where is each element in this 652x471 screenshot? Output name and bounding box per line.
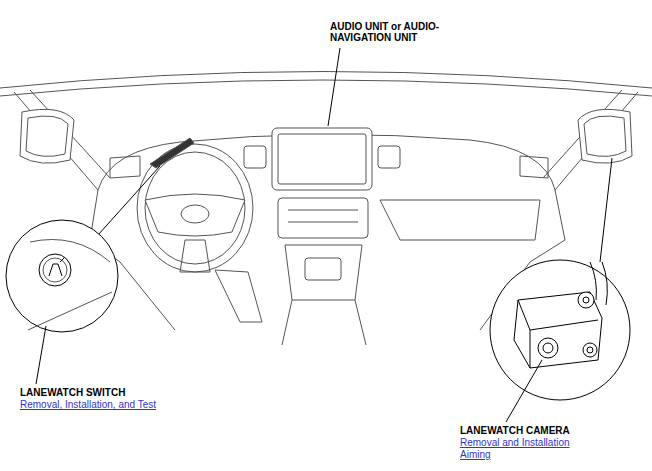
- switch-leader: [36, 326, 46, 384]
- switch-zoom-edge: [28, 292, 112, 330]
- right-pillar: [555, 92, 638, 190]
- procedure-link: Aiming: [460, 449, 491, 460]
- steering-spoke: [180, 240, 210, 272]
- honda-emblem: [181, 205, 209, 223]
- procedure-link: Removal and Installation: [460, 437, 570, 448]
- procedure-link: Removal, Installation, and Test: [20, 399, 156, 410]
- audio-screen-inner: [278, 134, 366, 184]
- lanewatch-switch-button: [39, 254, 71, 286]
- part-name: LANEWATCH CAMERA: [460, 425, 570, 436]
- center-vent-right: [378, 146, 400, 168]
- camera-mount-hole: [587, 347, 593, 353]
- glovebox: [380, 200, 540, 240]
- camera-body: [514, 292, 602, 368]
- part-name: AUDIO UNIT or AUDIO-NAVIGATION UNIT: [330, 21, 470, 43]
- windshield-top-inner: [0, 80, 652, 96]
- camera-mount-hole: [583, 297, 589, 303]
- right-mirror-glass: [584, 116, 626, 156]
- camera-leader: [506, 360, 542, 422]
- part-name: LANEWATCH SWITCH: [20, 387, 125, 398]
- shift-area: [305, 258, 341, 280]
- console-lower: [282, 300, 366, 345]
- pedal: [215, 270, 262, 322]
- lanewatch-switch-ring: [43, 258, 67, 282]
- left-pillar: [14, 92, 98, 190]
- camera-lens-inner: [543, 343, 553, 353]
- camera-lens: [538, 338, 558, 358]
- switch-zoom-circle: [6, 220, 118, 332]
- center-vent-left: [244, 146, 266, 168]
- right-vent: [520, 156, 548, 178]
- camera-body-front-edge: [530, 330, 531, 368]
- turn-signal-stalk: [150, 138, 194, 168]
- left-mirror-glass: [26, 116, 68, 156]
- camera-mount-tab: [578, 292, 594, 308]
- camera-zoom-leader: [600, 158, 612, 262]
- switch-zoom-leader: [98, 166, 160, 235]
- left-vent: [110, 156, 140, 178]
- steering-hub: [145, 194, 245, 236]
- right-mirror: [578, 109, 632, 163]
- camera-mount-tab: [583, 343, 597, 357]
- center-stack: [278, 198, 368, 238]
- steering-wheel-inner: [145, 152, 245, 264]
- lanewatch-symbol: [49, 258, 64, 276]
- camera-zoom-circle: [490, 260, 630, 400]
- audio-screen: [272, 128, 372, 190]
- console: [285, 245, 362, 300]
- left-mirror: [20, 109, 74, 163]
- switch-zoom-surface: [30, 240, 110, 263]
- stack-buttons: [288, 210, 358, 222]
- audio-leader: [328, 48, 340, 126]
